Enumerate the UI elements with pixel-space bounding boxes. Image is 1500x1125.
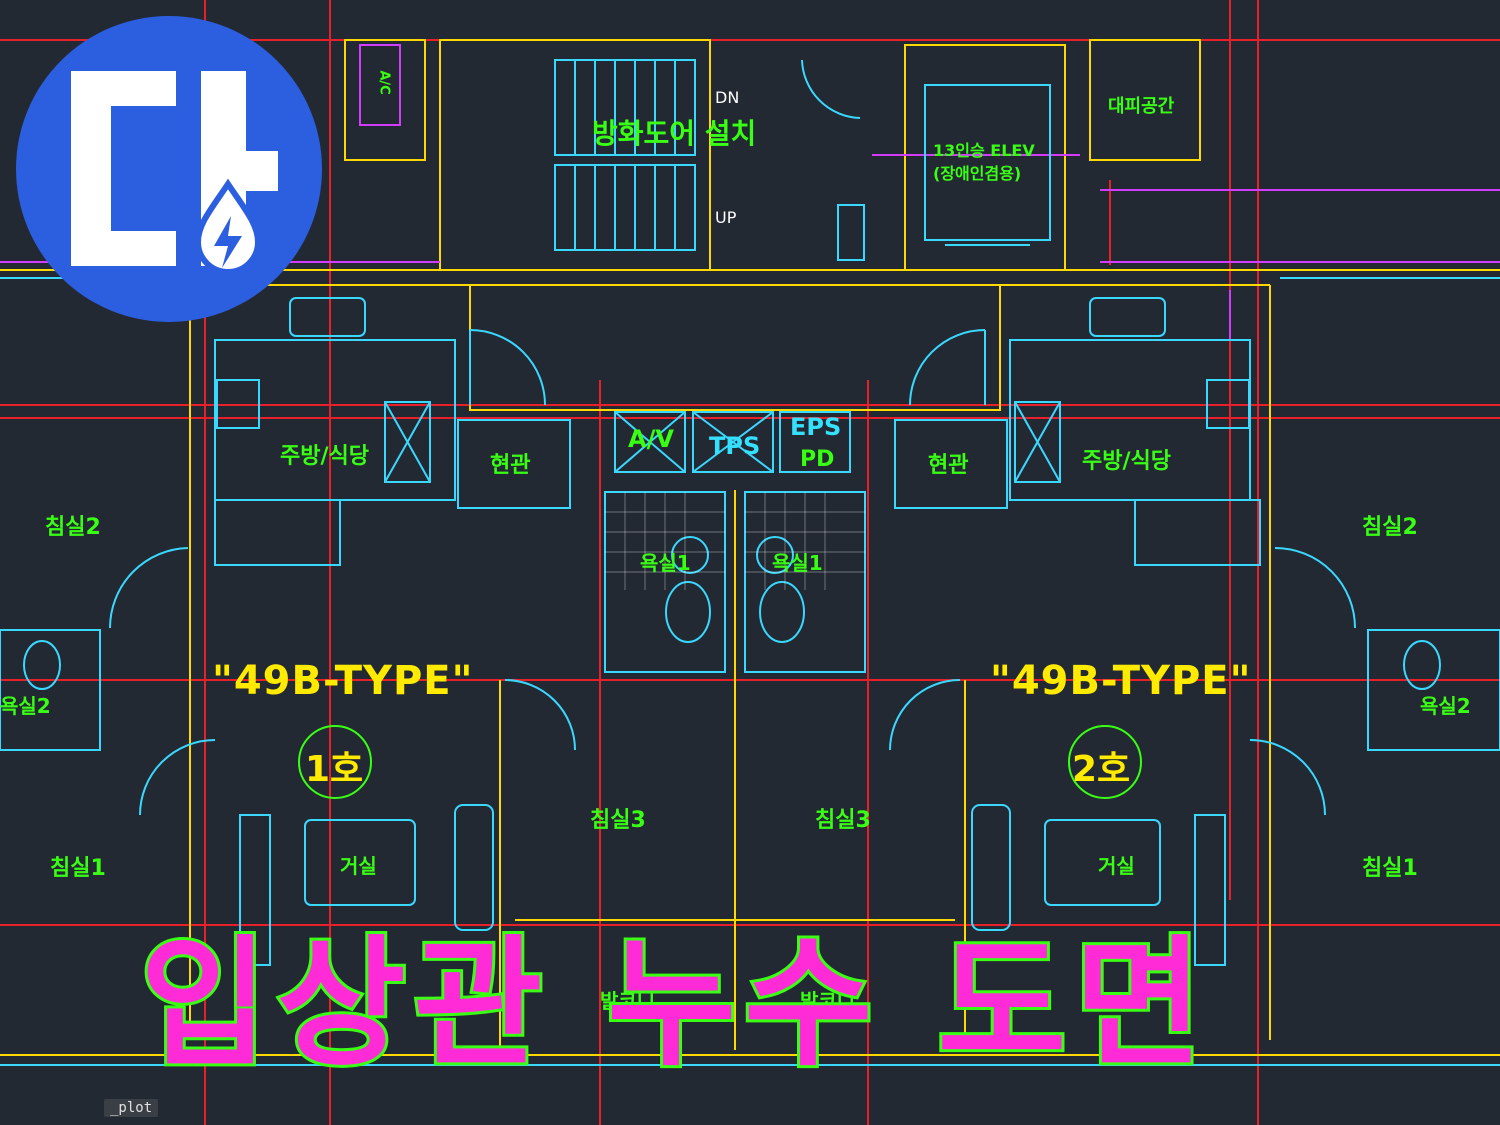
refuge-space-label: 대피공간 [1108,96,1175,117]
av-shaft-label: A/V [628,425,674,453]
drawing-title: 입상관 누수 도면 [137,923,1212,1086]
unit-number-right: 2호 [1072,749,1131,790]
kitchen-label-right: 주방/식당 [1082,449,1171,474]
unit-circle-right [1068,725,1142,799]
bathroom-tile-grid [605,492,865,590]
kitchen-label-left: 주방/식당 [280,444,369,469]
bedroom3-label-right: 침실3 [815,808,871,833]
fire-door-label: 방화도어 설치 [592,117,757,150]
unit-type-label-right: "49B-TYPE" [990,658,1252,704]
living-label-left: 거실 [340,854,377,878]
elevator-sub-label: (장애인겸용) [933,164,1022,183]
balcony-label-left: 발코니 [600,989,656,1013]
entry-label-left: 현관 [490,453,531,478]
balcony-label-right: 발코니 [800,989,856,1013]
cyan-details [0,59,1500,1066]
pd-shaft-label: PD [800,447,835,472]
unit-type-label-left: "49B-TYPE" [212,658,474,704]
entry-label-right: 현관 [928,453,969,478]
bedroom2-label-left: 침실2 [45,515,101,540]
bath1-label-left: 욕실1 [640,551,691,575]
bath1-label-right: 욕실1 [772,551,823,575]
command-line-prompt[interactable]: _plot [104,1099,159,1117]
bedroom2-label-right: 침실2 [1362,515,1418,540]
water-drop-lightning-icon [194,178,262,275]
stair-up-label: UP [715,208,737,227]
eps-shaft-label: EPS [790,413,842,441]
unit-number-left: 1호 [305,749,364,790]
bath2-label-right: 욕실2 [1420,694,1471,718]
bedroom3-label-left: 침실3 [590,808,646,833]
unit-circle-left [298,725,372,799]
bedroom1-label-right: 침실1 [1362,856,1418,881]
ac-label: A/C [376,70,392,95]
logo-glyph [71,71,278,275]
bedroom1-label-left: 침실1 [50,856,106,881]
brand-logo [16,16,322,322]
bath2-label-left: 욕실2 [0,694,51,718]
elevator-label: 13인승 ELEV [933,141,1035,160]
living-label-right: 거실 [1098,854,1135,878]
tps-shaft-label: TPS [709,432,761,460]
stair-dn-label: DN [715,88,740,107]
